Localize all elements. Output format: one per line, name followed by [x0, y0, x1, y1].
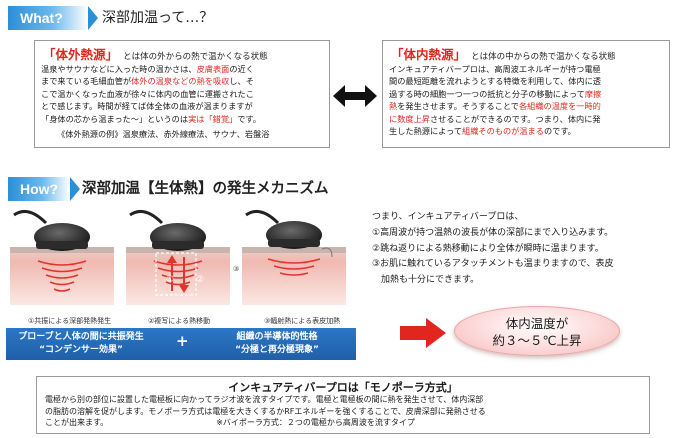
text-segment: こで温かくなった血液が徐々に体内の血管に運搬されたこ [41, 88, 254, 99]
highlight-text: 摩擦 [584, 88, 602, 99]
text-segment: 温泉やサウナなどに入った時の温かさは、 [41, 64, 197, 74]
how-header-bar: How? [8, 177, 70, 201]
highlight-text: 各組織の温度を一時的 [518, 101, 601, 112]
internal-heat-text: インキュアティバープロは、高周波エネルギーが持つ電極間の最短距離を流れようとする… [389, 63, 667, 137]
text-line: インキュアティバープロは、高周波エネルギーが持つ電極 [389, 63, 667, 75]
text-segment: させることができるのです。つまり、体内に発 [429, 113, 601, 124]
what-tag-arrow [88, 6, 98, 30]
text-segment: とで感じます。時間が経てば体全体の血液が温まりますが [41, 101, 253, 112]
highlight-text: 皮膚表面 [196, 64, 230, 74]
external-heat-text: 温泉やサウナなどに入った時の温かさは、皮膚表面の近くまで来ている毛細血管が体外の… [41, 63, 327, 125]
external-heat-box: 「体外熱源」 とは体の外からの熱で温かくなる状態 温泉やサウナなどに入った時の温… [34, 40, 330, 148]
text-line: とで感じます。時間が経てば体全体の血液が温まりますが [41, 100, 327, 112]
text-line: 温泉やサウナなどに入った時の温かさは、皮膚表面の近く [41, 63, 327, 75]
label-right-line2: “分極と再分極現象” [235, 345, 319, 355]
text-line: まで来ている毛細血管が体外の温泉などの熱を吸収し、そ [41, 75, 327, 87]
monopolar-box: インキュアティバープロは「モノポーラ方式」 電極から別の部位に設置した電極板に向… [36, 376, 650, 434]
explanation-item: ①高周波が持つ温熱の波長が体の深部にまで入り込みます。 [372, 228, 614, 238]
highlight-text: 体外の温泉などの熱を吸収 [131, 76, 230, 87]
how-tag: How? [20, 181, 59, 197]
caption-radiant-heat: ③輻射熱による表皮加熱 [264, 317, 341, 325]
text-line: 「身体の芯から温まった～」というのは実は「錯覚」です。 [41, 113, 327, 125]
text-segment: インキュアティバープロは、高周波エネルギーが持つ電極 [389, 64, 601, 74]
temperature-result-oval: 体内温度が 約３～５℃上昇 [454, 306, 620, 356]
internal-heat-box: 「体内熱源」 とは体の中からの熱で温かくなる状態 インキュアティバープロは、高周… [382, 40, 670, 148]
label-left-line2: “コンデンサー効果” [39, 345, 123, 355]
text-segment: のです。 [543, 126, 576, 137]
panel-heat-transfer [126, 209, 230, 305]
label-left-line1: プローブと人体の間に共振発生 [18, 332, 144, 342]
text-segment: 生した熱源によって [389, 126, 463, 137]
monopolar-line: の脂肪の溶解を促がします。モノポーラ方式は電極を大きくするかRFエネルギーを強く… [45, 406, 486, 416]
monopolar-line: ことが出来ます。 ※バイポーラ方式：２つの電極から高周波を流すタイプ [45, 418, 415, 427]
external-heat-title: 「体外熱源」 [43, 47, 119, 62]
text-line: 間の最短距離を流れようとする特徴を利用して、体内に透 [389, 75, 667, 87]
mechanism-label-bar: プローブと人体の間に共振発生 “コンデンサー効果” + 組織の半導体的性格 “分… [6, 328, 356, 360]
panel-radiant-heat [242, 209, 346, 305]
mechanism-diagram [10, 209, 346, 305]
explanation-item: 加熱も十分にできます。 [372, 274, 480, 285]
caption-resonance: ①共振による深部発熱発生 [28, 317, 112, 325]
external-heat-subtitle: とは体の外からの熱で温かくなる状態 [123, 52, 268, 62]
internal-heat-subtitle: とは体の中からの熱で温かくなる状態 [471, 52, 616, 62]
internal-heat-title: 「体内熱源」 [391, 47, 467, 62]
external-heat-examples: 《体外熱源の例》温泉療法、赤外線療法、サウナ、岩盤浴 [57, 129, 270, 139]
monopolar-title: インキュアティバープロは「モノポーラ方式」 [228, 381, 458, 394]
highlight-text: 組織そのものが温まる [462, 126, 544, 137]
text-line: に数度上昇させることができるのです。つまり、体内に発 [389, 113, 667, 125]
panel-resonance [10, 209, 114, 305]
what-tag: What? [20, 10, 63, 26]
text-segment: 「身体の芯から温まった～」というのは [41, 113, 189, 124]
text-line: 過する時の細胞一つ一つの抵抗と分子の移動によって摩擦 [389, 88, 667, 100]
double-arrow-icon [333, 85, 377, 107]
text-segment: し、そ [229, 76, 254, 87]
marker-3: ③ [233, 265, 240, 273]
caption-heat-transfer: ②複写による熱移動 [148, 317, 211, 325]
text-segment: 間の最短距離を流れようとする特徴を利用して、体内に透 [389, 76, 601, 87]
marker-1: ① [166, 275, 175, 285]
text-segment: です。 [237, 113, 261, 124]
section1-title: 深部加温って…？ [102, 10, 214, 26]
highlight-text: に数度上昇 [389, 113, 430, 124]
monopolar-line: 電極から別の部位に設置した電極板に向かってラジオ波を流すタイプです。電極と電極板… [45, 395, 484, 404]
label-right-line1: 組織の半導体的性格 [236, 332, 318, 342]
result-line1: 体内温度が [505, 316, 569, 331]
section2-title: 深部加温【生体熱】の発生メカニズム [82, 181, 329, 197]
explanation-item: ③お肌に触れているアタッチメントも温まりますので、表皮 [372, 259, 614, 269]
monopolar-text: 電極から別の部位に設置した電極板に向かってラジオ波を流すタイプです。電極と電極板… [45, 394, 486, 429]
explanation-list: ①高周波が持つ温熱の波長が体の深部にまで入り込みます。 ②跳ね返りによる熱移動によ… [372, 226, 613, 288]
label-left: プローブと人体の間に共振発生 “コンデンサー効果” [6, 331, 156, 357]
result-line2: 約３～５℃上昇 [492, 333, 582, 348]
text-segment: を発生させます。そうすることで [397, 101, 519, 112]
text-line: 熱を発生させます。そうすることで各組織の温度を一時的 [389, 100, 667, 112]
text-line: こで温かくなった血液が徐々に体内の血管に運搬されたこ [41, 88, 327, 100]
label-right: 組織の半導体的性格 “分極と再分極現象” [202, 331, 352, 357]
highlight-text: 実は「錯覚」 [188, 113, 238, 124]
what-header-bar: What? [8, 6, 88, 30]
how-tag-arrow [70, 177, 80, 201]
result-arrow-icon [400, 318, 446, 348]
marker-2: ② [196, 275, 205, 285]
explanation-intro: つまり、インキュアティバープロは、 [372, 212, 524, 222]
label-plus: + [176, 332, 189, 350]
text-segment: の近く [229, 64, 254, 74]
highlight-text: 熱 [389, 101, 398, 112]
explanation-item: ②跳ね返りによる熱移動により全体が瞬時に温まります。 [372, 243, 604, 254]
text-line: 生した熱源によって組織そのものが温まるのです。 [389, 125, 667, 137]
text-segment: まで来ている毛細血管が [41, 76, 132, 87]
text-segment: 過する時の細胞一つ一つの抵抗と分子の移動によって [389, 88, 585, 99]
